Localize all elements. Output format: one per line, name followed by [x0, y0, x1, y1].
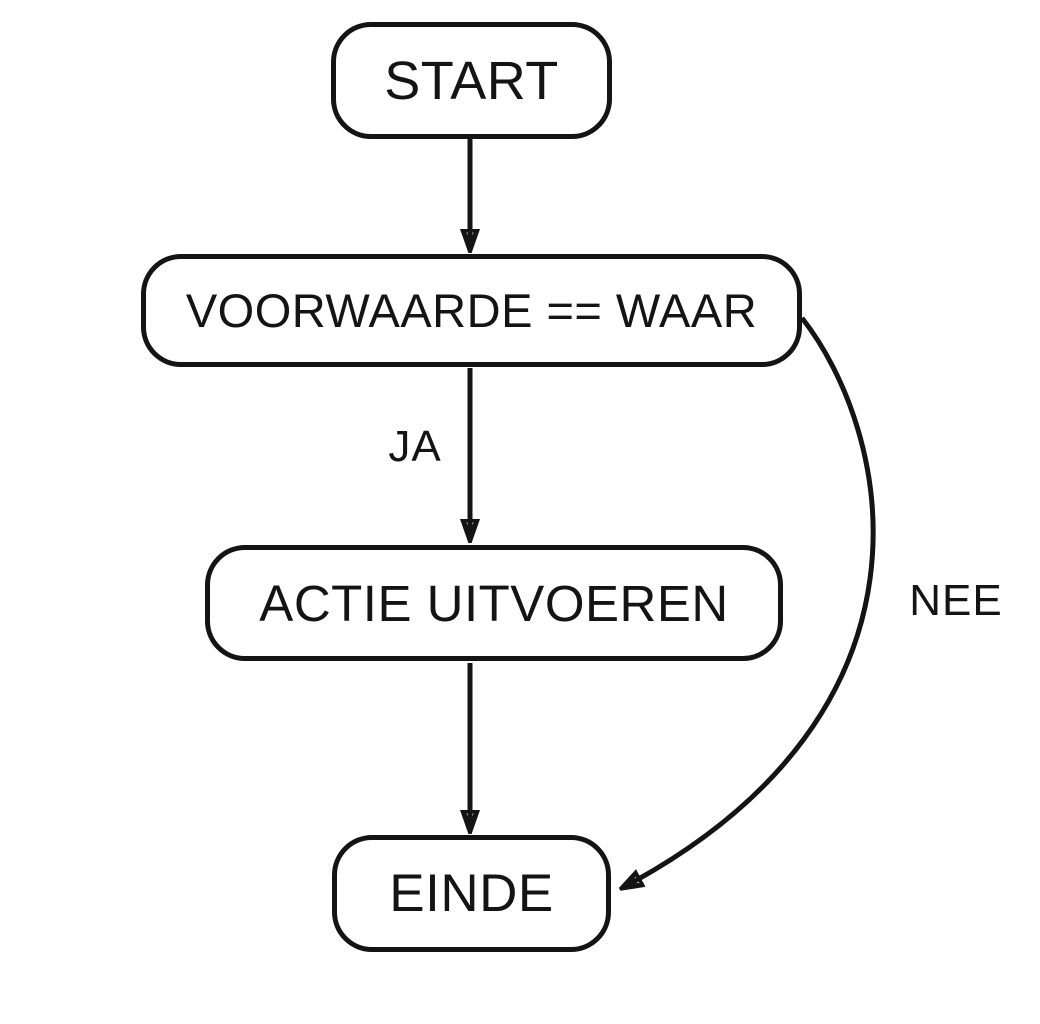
node-start-label: START [384, 50, 559, 111]
node-action-label: ACTIE UITVOEREN [259, 574, 729, 632]
node-end: EINDE [332, 835, 611, 952]
node-condition-label: VOORWAARDE == WAAR [185, 284, 758, 337]
node-start: START [331, 22, 612, 139]
node-action: ACTIE UITVOEREN [205, 545, 783, 661]
edge-condition-to-end-nee [624, 316, 876, 887]
edge-label-ja: JA [384, 422, 446, 472]
node-end-label: EINDE [389, 864, 554, 923]
edge-label-nee: NEE [905, 576, 1007, 626]
node-condition: VOORWAARDE == WAAR [141, 254, 802, 367]
